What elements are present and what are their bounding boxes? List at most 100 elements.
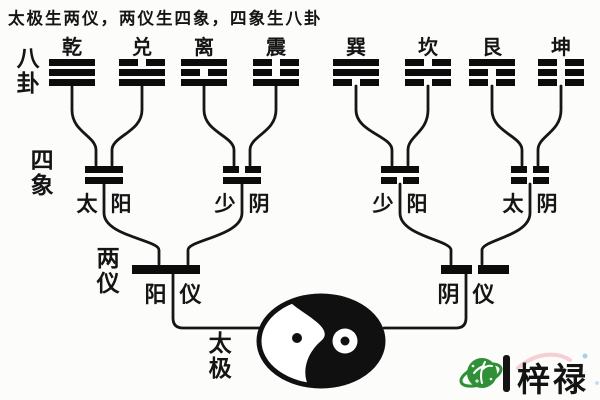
four-image-label: 太阴 (503, 188, 558, 218)
broken-line (538, 79, 584, 86)
label-char: 少 (214, 192, 236, 216)
label-char: 仪 (472, 283, 495, 308)
label-char: 阳 (406, 192, 428, 216)
line-segment (146, 59, 165, 66)
trigram-name: 艮 (482, 35, 502, 59)
line-segment (223, 166, 239, 173)
solid-line (181, 79, 227, 86)
trigram-symbol (333, 59, 379, 86)
trigram-name: 乾 (62, 35, 82, 59)
line-segment (119, 69, 165, 76)
line-segment (85, 166, 123, 173)
derivation-line (398, 182, 453, 266)
line-segment (333, 59, 379, 66)
label-char: 阴 (536, 192, 558, 216)
line-segment (405, 69, 451, 76)
watermark-logo (459, 352, 599, 392)
principle-label: 阳仪 (144, 277, 201, 309)
line-segment (333, 69, 379, 76)
label-char: 仪 (179, 283, 202, 308)
derivation-line (354, 84, 394, 167)
line-segment (223, 177, 261, 184)
solid-line (132, 265, 200, 274)
broken-line (181, 69, 227, 76)
line-segment (85, 177, 123, 184)
broken-line (441, 265, 509, 274)
derivation-line (406, 84, 430, 167)
principle-label: 阴仪 (437, 277, 494, 309)
line-segment (253, 79, 299, 86)
derivation-line (102, 182, 161, 266)
line-segment (533, 166, 549, 173)
blue-dot-decoration (582, 353, 588, 359)
four-image-symbol (381, 166, 419, 184)
solid-line (49, 69, 95, 76)
broken-line (511, 177, 549, 184)
line-segment (381, 166, 419, 173)
solid-line (333, 69, 379, 76)
line-segment (538, 59, 557, 66)
line-segment (49, 59, 95, 66)
broken-line (511, 166, 549, 173)
line-segment (119, 59, 138, 66)
trigram-symbol (119, 59, 165, 86)
line-segment (181, 59, 227, 66)
line-segment (280, 69, 299, 76)
line-segment (565, 69, 584, 76)
line-segment (432, 79, 451, 86)
trigram-symbol (253, 59, 299, 86)
principle-symbol (132, 265, 200, 274)
trigram-name: 坎 (418, 35, 438, 59)
trigram-name: 坤 (551, 35, 571, 59)
line-segment (360, 79, 379, 86)
line-segment (533, 177, 549, 184)
yang-to-taiji-line (171, 272, 261, 330)
pink-swoosh-decoration (516, 352, 572, 370)
line-segment (496, 79, 515, 86)
taiji-connector-lines (171, 272, 468, 330)
broken-line (405, 59, 451, 66)
broken-line (469, 69, 515, 76)
axis-label-bagua: 八卦 (12, 46, 39, 96)
line-segment (469, 79, 488, 86)
derivation-line (536, 84, 563, 167)
derivation-line (490, 84, 524, 167)
line-segment (538, 69, 557, 76)
trigram-symbol (469, 59, 515, 86)
line-segment (469, 69, 488, 76)
label-char: 阴 (248, 192, 270, 216)
four-image-symbol (511, 166, 549, 184)
broken-line (469, 79, 515, 86)
broken-line (119, 59, 165, 66)
line-segment (538, 79, 557, 86)
solid-line (49, 59, 95, 66)
solid-line (85, 177, 123, 184)
line-segment (432, 59, 451, 66)
broken-line (405, 79, 451, 86)
watermark-brand-text: 梓禄 (517, 360, 589, 399)
line-segment (280, 59, 299, 66)
four-image-symbol (223, 166, 261, 184)
label-char: 太 (502, 192, 524, 216)
broken-line (333, 79, 379, 86)
trigram-name: 兑 (132, 35, 152, 59)
solid-line (253, 79, 299, 86)
line-segment (478, 265, 509, 274)
trigram-symbol (49, 59, 95, 86)
trigram-name: 巽 (346, 35, 366, 59)
connector-lines (70, 84, 563, 266)
four-image-label: 少阴 (215, 188, 270, 218)
green-globe-bamboo-icon (459, 358, 503, 388)
line-segment (496, 69, 515, 76)
label-char: 阳 (110, 192, 132, 216)
solid-line (405, 69, 451, 76)
broken-line (538, 59, 584, 66)
watermark-separator-bar (503, 355, 510, 392)
principle-symbol (441, 265, 509, 274)
trigram-name: 震 (266, 35, 286, 59)
line-segment (333, 79, 352, 86)
line-segment (181, 79, 227, 86)
line-segment (511, 177, 527, 184)
